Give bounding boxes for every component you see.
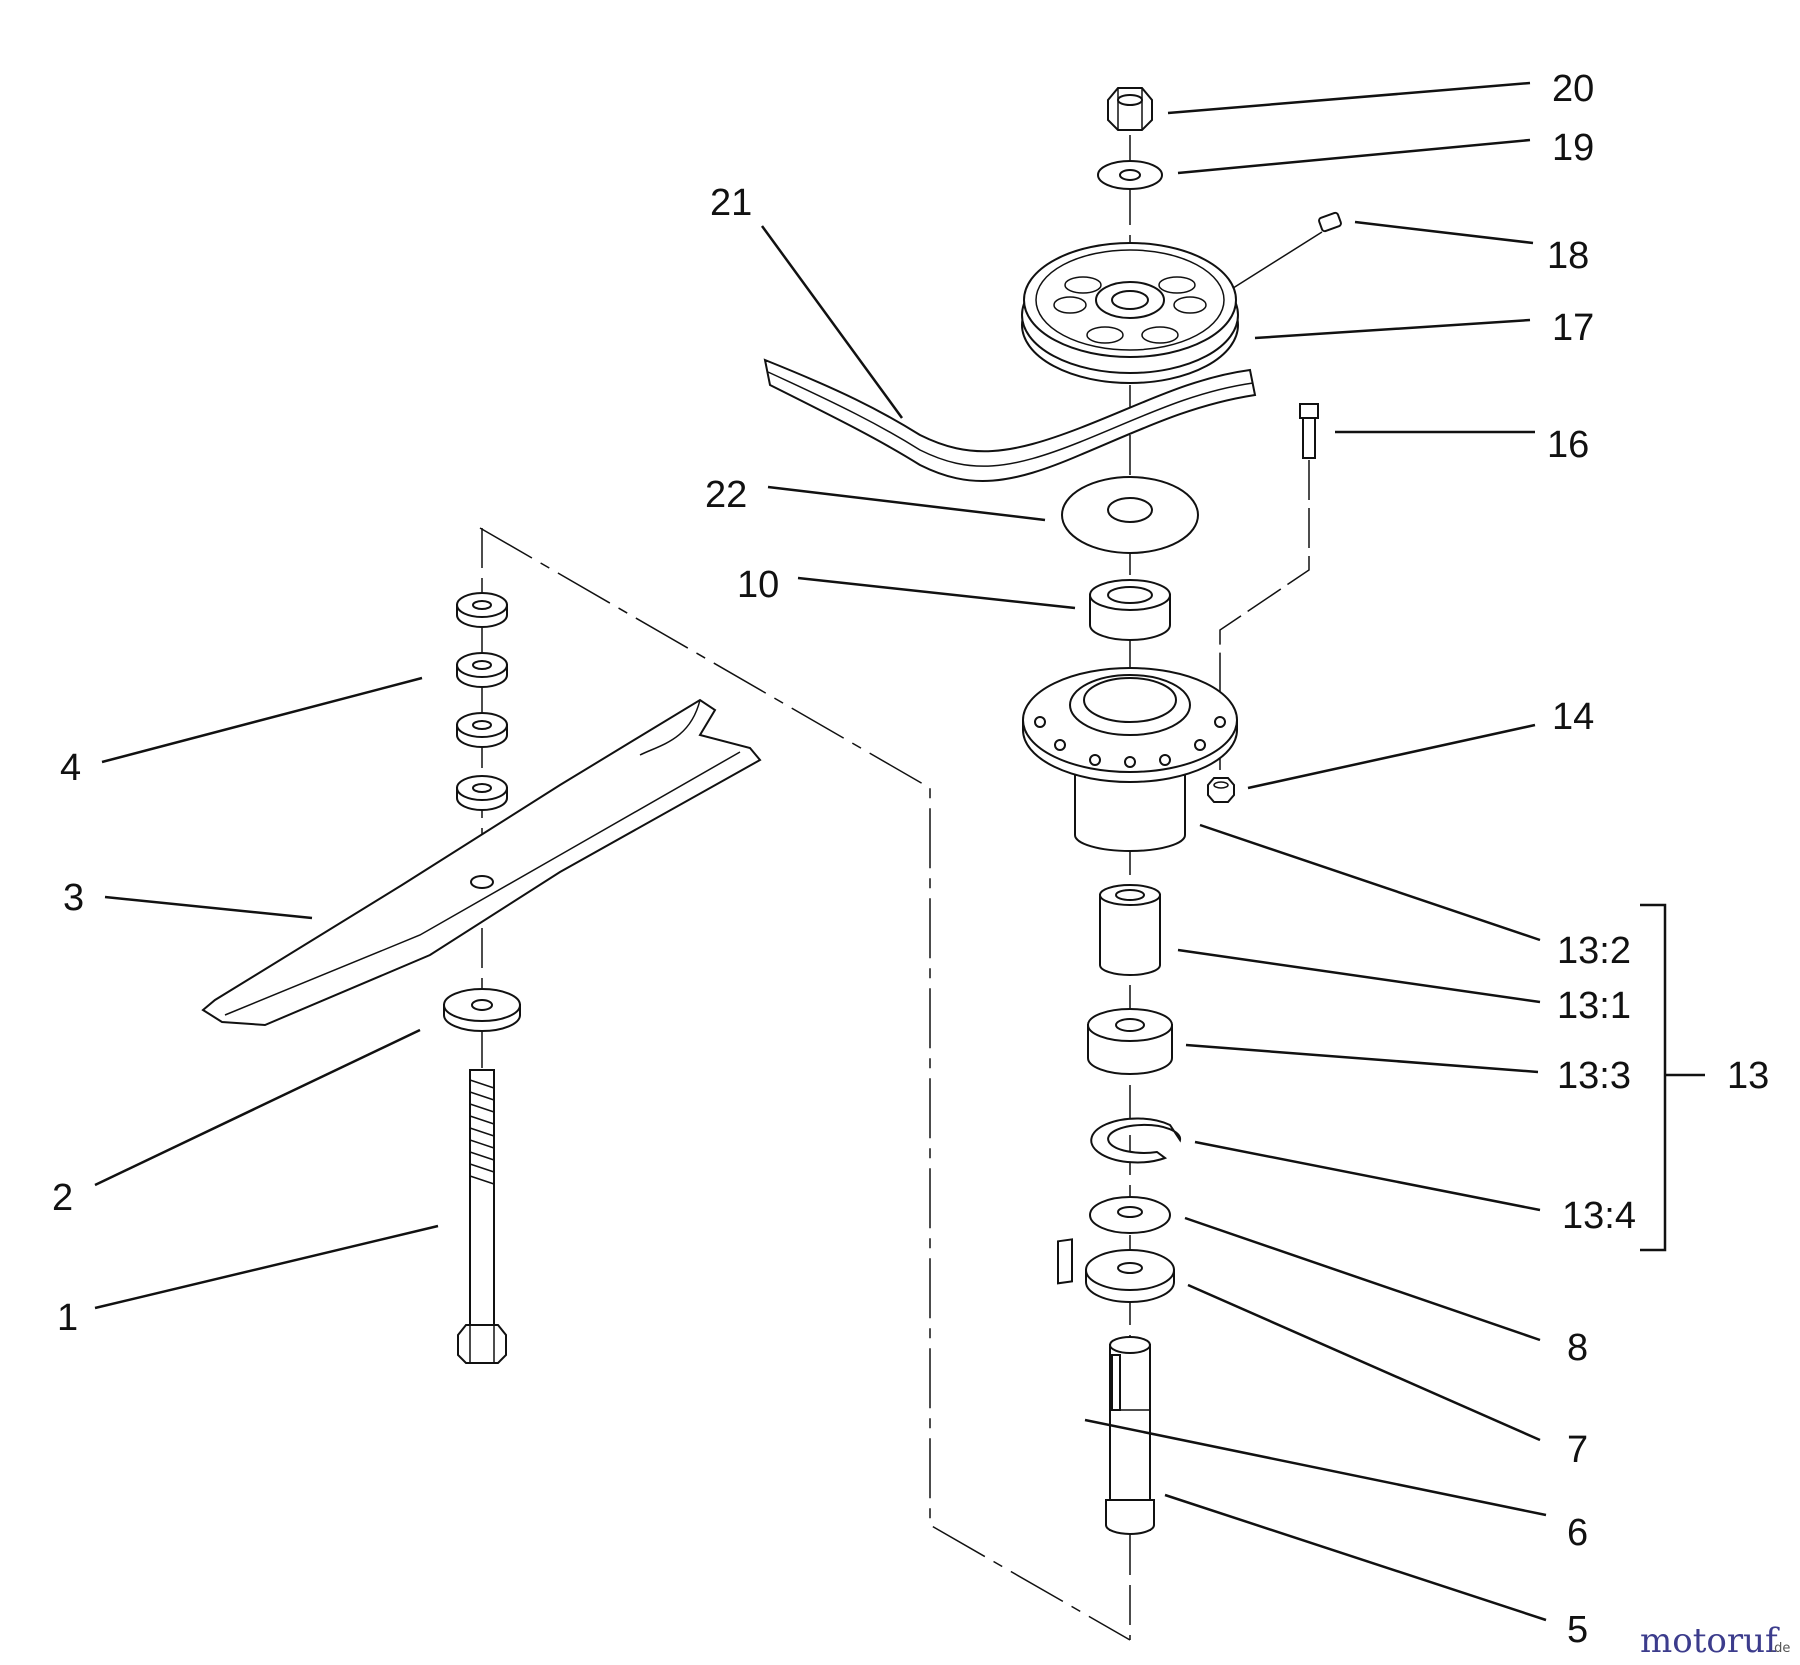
callout-5: 5	[1567, 1609, 1588, 1651]
callout-21: 21	[710, 182, 752, 224]
part-lower-bearing	[1087, 1008, 1173, 1075]
callout-22: 22	[705, 474, 747, 516]
part-spacer-tube	[1099, 884, 1161, 976]
callout-13-1: 13:1	[1557, 985, 1631, 1027]
part-belt	[763, 358, 1257, 483]
part-blade-spacers	[456, 592, 508, 811]
callout-1: 1	[57, 1297, 78, 1339]
callout-3: 3	[63, 877, 84, 919]
part-lock-nut	[1207, 777, 1235, 803]
part-shaft-key	[1057, 1238, 1073, 1285]
callout-13: 13	[1727, 1055, 1769, 1097]
part-bolt-small	[1219, 403, 1319, 770]
callout-19: 19	[1552, 127, 1594, 169]
callout-18: 18	[1547, 235, 1589, 277]
part-flat-washer	[1089, 1196, 1171, 1234]
leader-lines	[94, 81, 1705, 1622]
callout-8: 8	[1567, 1327, 1588, 1369]
callout-4: 4	[60, 747, 81, 789]
part-spacer-washer	[1061, 476, 1199, 554]
callout-17: 17	[1552, 307, 1594, 349]
callout-6: 6	[1567, 1512, 1588, 1554]
part-thick-washer	[1085, 1249, 1175, 1303]
part-blade-bolt	[457, 1069, 507, 1364]
callout-7: 7	[1567, 1429, 1588, 1471]
part-nut	[1107, 87, 1153, 131]
callout-10: 10	[737, 564, 779, 606]
callout-13-3: 13:3	[1557, 1055, 1631, 1097]
watermark-brand: motoruf	[1640, 1621, 1780, 1661]
callout-13-2: 13:2	[1557, 930, 1631, 972]
callout-2: 2	[52, 1177, 73, 1219]
part-pulley	[1021, 242, 1239, 384]
part-washer-top	[1097, 160, 1163, 190]
callout-13-4: 13:4	[1562, 1195, 1636, 1237]
part-snap-ring	[1090, 1117, 1182, 1164]
part-grease-fitting	[1229, 211, 1342, 291]
watermark-suffix: .de	[1770, 1641, 1790, 1656]
connection-line	[479, 527, 1131, 1641]
part-blade-washer	[443, 988, 521, 1032]
callout-16: 16	[1547, 424, 1589, 466]
callout-14: 14	[1552, 696, 1594, 738]
callout-20: 20	[1552, 68, 1594, 110]
part-spindle-shaft	[1105, 1336, 1155, 1535]
part-mower-blade	[201, 698, 762, 1027]
part-spindle-housing	[1022, 667, 1238, 852]
part-bearing	[1089, 579, 1171, 641]
